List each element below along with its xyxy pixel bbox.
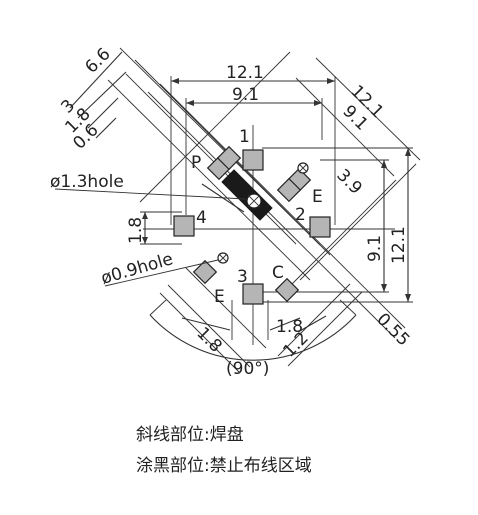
hole-e-marker — [297, 162, 309, 174]
dim-12-1-top: 12.1 — [226, 63, 264, 83]
pad-2-side — [309, 216, 331, 238]
pin-C-label: C — [272, 263, 284, 283]
keepout-region — [221, 169, 273, 221]
pad-C — [274, 277, 300, 303]
pin-E-lower-label: E — [214, 287, 225, 307]
dim-1-8-left: 1.8 — [126, 217, 146, 244]
pin-4-label: 4 — [196, 208, 207, 228]
upper-left-dim-stack — [69, 51, 127, 139]
hole-small-marker — [217, 252, 229, 264]
dim-9-1-right: 9.1 — [365, 235, 385, 262]
diagonal-guides — [107, 47, 421, 374]
pin-1-label: 1 — [239, 127, 250, 147]
dim-6-6: 6.6 — [81, 44, 114, 77]
dim-1-8-bottom-right: 1.8 — [276, 317, 303, 337]
pin-P-label: P — [191, 153, 201, 173]
dim-1-8-bottom-left: 1.8 — [192, 323, 225, 356]
hole-large-label: ø1.3hole — [50, 172, 124, 192]
pad-3 — [242, 283, 264, 305]
hole-large-leader — [54, 188, 247, 200]
dim-3-9: 3.9 — [332, 165, 365, 198]
pad-E-lower — [192, 259, 218, 285]
right-dimensions — [255, 147, 413, 303]
angle-arc — [149, 299, 357, 361]
dim-12-1-right: 12.1 — [389, 226, 409, 264]
top-dimensions — [170, 76, 336, 225]
pad-4 — [173, 215, 195, 237]
hole-large-marker — [246, 193, 262, 209]
legend-hatched: 斜线部位:焊盘 — [136, 425, 244, 445]
left-dim-1-8 — [140, 211, 182, 245]
hole-small-label: ø0.9hole — [99, 249, 175, 289]
angle-label: (90°) — [226, 359, 269, 379]
dim-0-55: 0.55 — [372, 309, 413, 350]
pad-1 — [242, 149, 264, 171]
dim-9-1-top: 9.1 — [232, 85, 259, 105]
lower-dims — [181, 300, 327, 340]
pad-E-upper-b — [276, 177, 302, 203]
pin-E-upper-label: E — [312, 187, 323, 207]
pin-3-label: 3 — [237, 267, 248, 287]
legend-blackened: 涂黑部位:禁止布线区域 — [136, 456, 312, 476]
pin-2-label: 2 — [295, 205, 306, 225]
pad-P-b — [216, 145, 242, 171]
hole-small-leader — [104, 259, 219, 287]
